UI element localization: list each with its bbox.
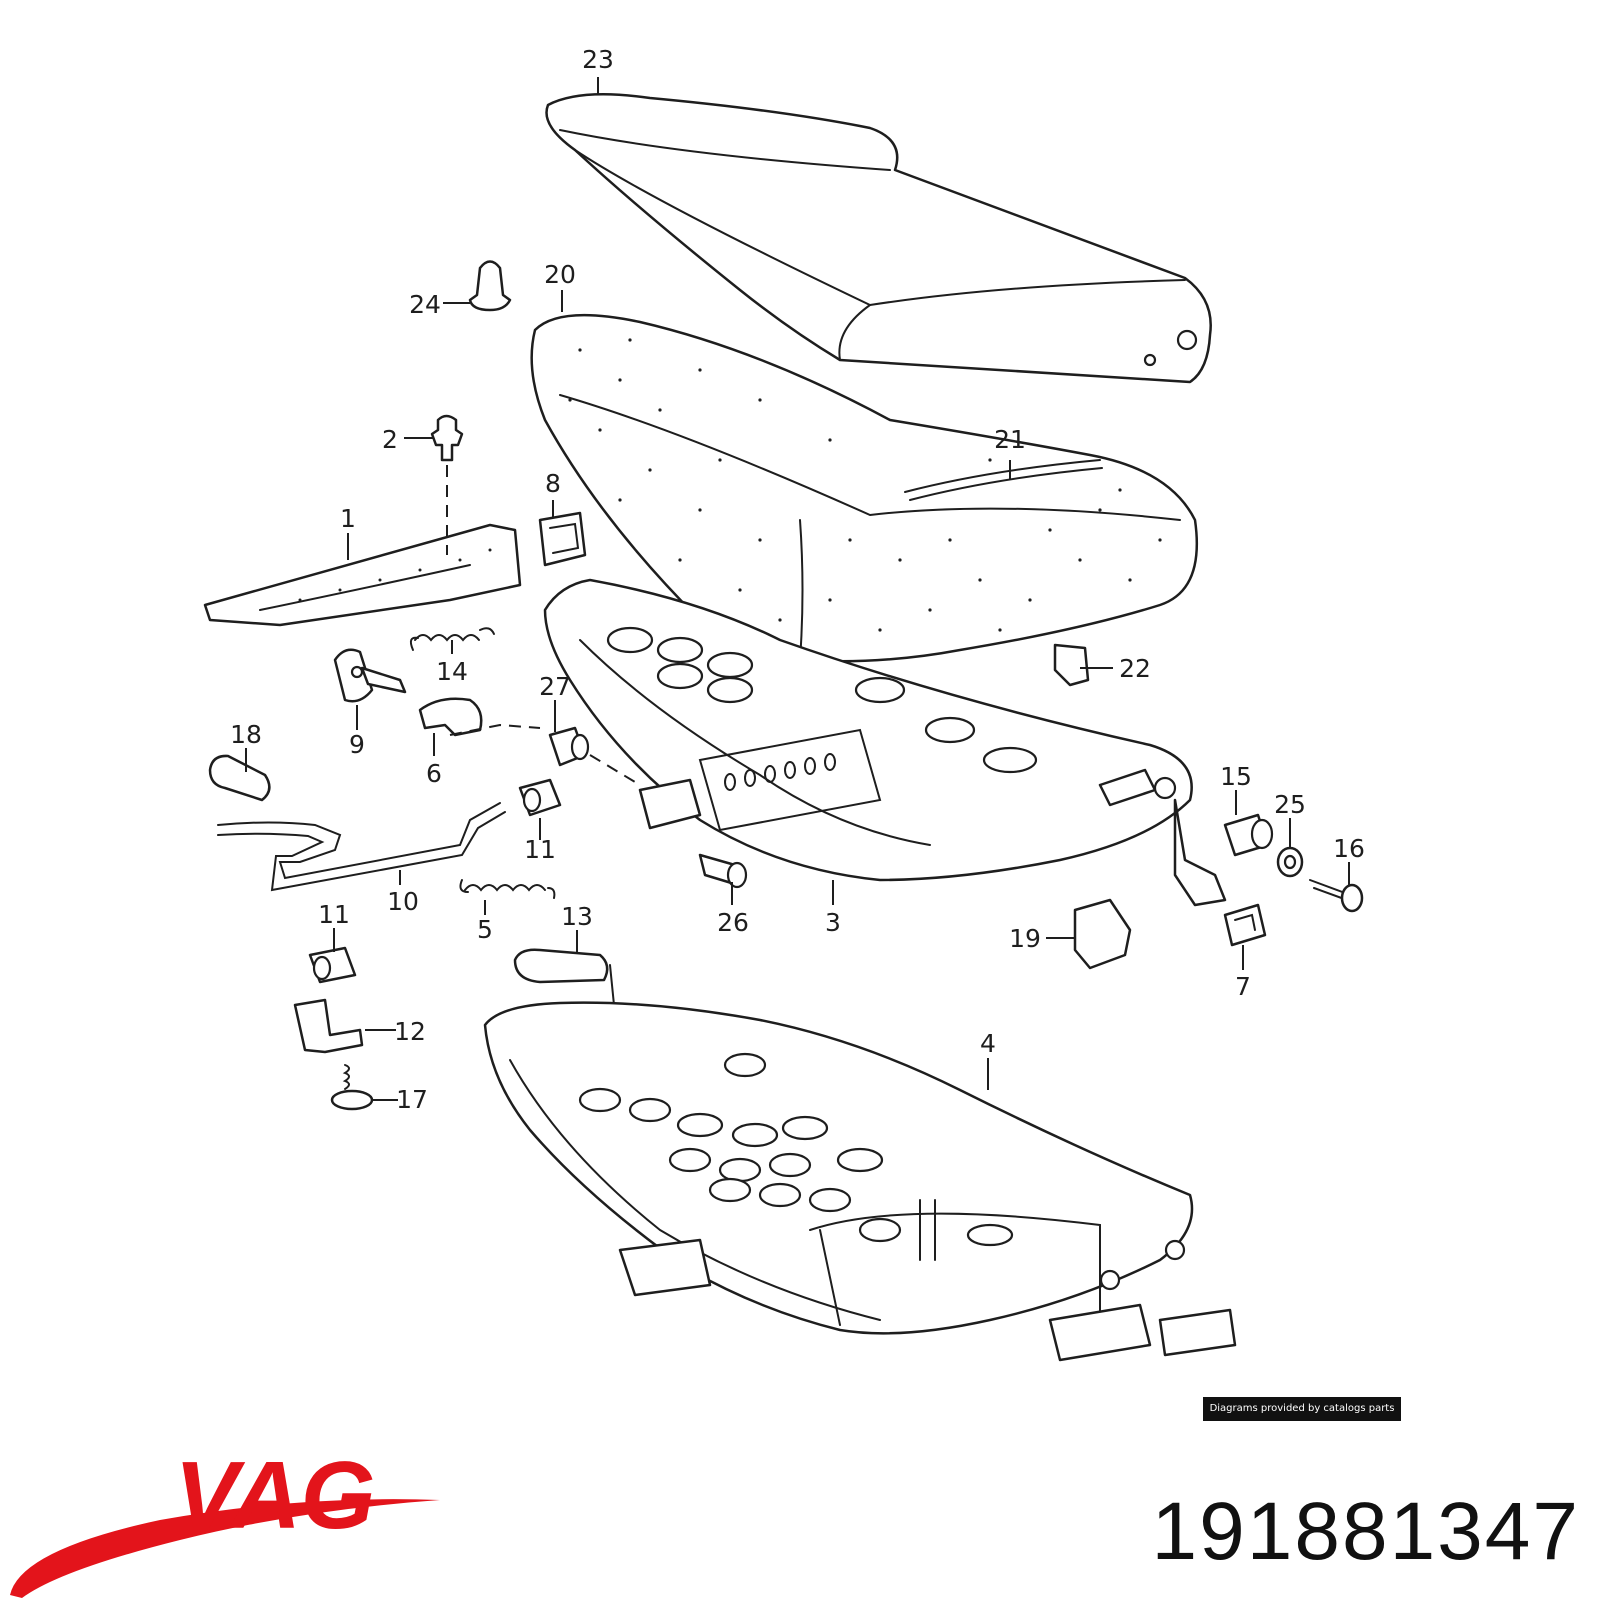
logo-swoosh <box>10 1499 440 1598</box>
callout-26: 26 <box>717 908 749 937</box>
callout-16: 16 <box>1333 834 1365 863</box>
logo-wordmark: VAG <box>175 1442 376 1549</box>
bracket-19-part <box>1073 898 1132 970</box>
lower-seat-frame-part <box>483 1001 1237 1362</box>
side-bracket-part <box>203 523 522 627</box>
callout-13: 13 <box>561 902 593 931</box>
callout-10: 10 <box>387 887 419 916</box>
callout-5: 5 <box>477 915 493 944</box>
callout-20: 20 <box>544 260 576 289</box>
callout-15: 15 <box>1220 762 1252 791</box>
callout-25: 25 <box>1274 790 1306 819</box>
clip-7-part <box>1223 903 1267 947</box>
callout-17: 17 <box>396 1085 428 1114</box>
callout-labels: 23 20 24 2 21 8 1 14 22 9 27 6 18 15 25 … <box>230 45 1365 1114</box>
callout-8: 8 <box>545 469 561 498</box>
callout-24: 24 <box>409 290 441 319</box>
vag-logo: VAG <box>10 1442 440 1598</box>
seat-foam-cushion-part <box>530 313 1199 663</box>
callout-27: 27 <box>539 672 571 701</box>
bushing-27-part <box>548 726 641 786</box>
screw-17-part <box>330 1064 374 1111</box>
grip-18-part <box>208 754 271 802</box>
bolt-26-part <box>638 778 748 889</box>
nut-11a-part <box>518 778 562 817</box>
callout-12: 12 <box>394 1017 426 1046</box>
rivet-part <box>430 414 464 555</box>
cam-part <box>418 697 541 737</box>
callout-3: 3 <box>825 908 841 937</box>
bushing-15-part <box>1223 813 1274 857</box>
callout-18: 18 <box>230 720 262 749</box>
clip-8-part <box>538 511 587 567</box>
seat-cover-part <box>545 93 1212 384</box>
callout-4: 4 <box>980 1029 996 1058</box>
callout-14: 14 <box>436 657 468 686</box>
screw-16-part <box>1309 879 1364 913</box>
callout-21: 21 <box>994 425 1026 454</box>
callout-23: 23 <box>582 45 614 74</box>
callout-9: 9 <box>349 730 365 759</box>
washer-25-part <box>1276 846 1304 878</box>
spring-14-part <box>409 627 495 651</box>
callout-11b: 11 <box>318 900 350 929</box>
callout-1: 1 <box>340 504 356 533</box>
callout-6: 6 <box>426 759 442 788</box>
callout-22: 22 <box>1119 654 1151 683</box>
callout-2: 2 <box>382 425 398 454</box>
diagram-credit-badge: Diagrams provided by catalogs parts <box>1203 1397 1401 1421</box>
lever-rod-part <box>217 802 506 892</box>
push-clip-part <box>468 260 512 312</box>
part-number: 191881347 <box>1151 1486 1580 1577</box>
callout-11a: 11 <box>524 835 556 864</box>
clip-22-part <box>1053 643 1090 687</box>
leader-lines <box>245 77 1350 1101</box>
callout-19: 19 <box>1009 924 1041 953</box>
callout-7: 7 <box>1235 972 1251 1001</box>
wire-rod-part <box>904 459 1103 501</box>
bracket-12-part <box>293 998 364 1054</box>
spring-5-part <box>459 879 556 899</box>
lever-pivot-part <box>333 648 407 703</box>
nut-11b-part <box>308 946 357 984</box>
